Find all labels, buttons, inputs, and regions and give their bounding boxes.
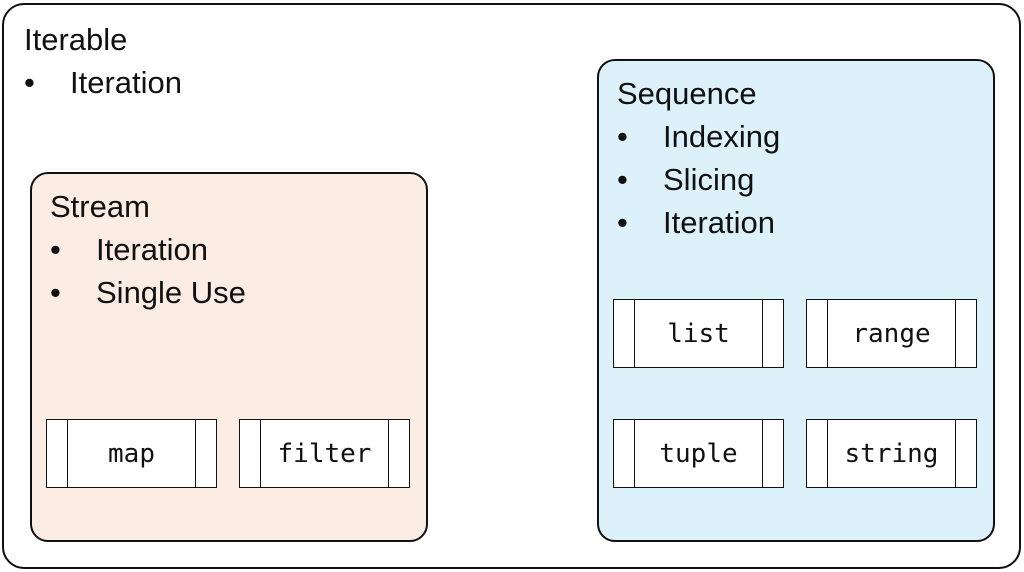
class-label-map: map (108, 438, 155, 469)
sequence-feature: Indexing (617, 115, 780, 158)
class-box-filter: filter (239, 419, 410, 488)
iterable-feature-list: Iteration (24, 61, 182, 104)
class-box-string: string (806, 419, 977, 488)
class-label-string: string (844, 438, 939, 469)
class-label-range: range (852, 318, 931, 349)
stream-feature: Single Use (50, 271, 246, 314)
sequence-title: Sequence (617, 76, 757, 111)
iterable-feature: Iteration (24, 61, 182, 104)
class-label-filter: filter (277, 438, 372, 469)
class-box-map: map (46, 419, 217, 488)
iterable-title: Iterable (24, 22, 128, 57)
stream-title: Stream (50, 189, 150, 224)
sequence-feature-list: Indexing Slicing Iteration (617, 115, 780, 244)
class-box-tuple: tuple (613, 419, 784, 488)
class-label-list: list (667, 318, 730, 349)
sequence-feature: Iteration (617, 201, 780, 244)
class-label-tuple: tuple (659, 438, 738, 469)
sequence-feature: Slicing (617, 158, 780, 201)
class-box-range: range (806, 299, 977, 368)
class-box-list: list (613, 299, 784, 368)
stream-feature-list: Iteration Single Use (50, 228, 246, 314)
stream-feature: Iteration (50, 228, 246, 271)
